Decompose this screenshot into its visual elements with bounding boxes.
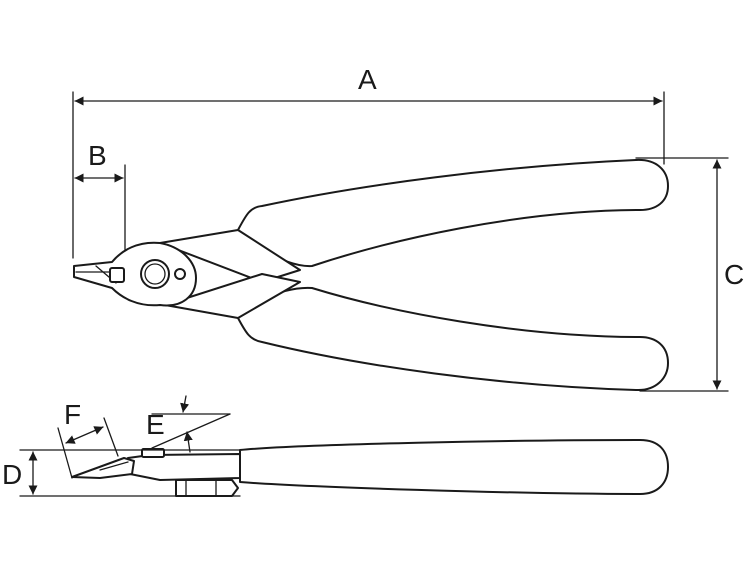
dimension-e-label: E bbox=[146, 409, 165, 440]
dimension-c: C bbox=[635, 157, 744, 392]
upper-handle bbox=[237, 158, 669, 268]
side-top-plate bbox=[141, 448, 165, 458]
side-bottom-clip bbox=[175, 479, 239, 497]
side-jaw-tip bbox=[71, 457, 135, 479]
lower-handle bbox=[237, 286, 669, 392]
pliers-side-view bbox=[71, 439, 669, 497]
dimension-f: F bbox=[57, 399, 119, 479]
pivot-inner-ring bbox=[144, 263, 166, 285]
dimension-a: A bbox=[72, 64, 665, 259]
upper-arm bbox=[159, 229, 301, 283]
pliers-head bbox=[73, 241, 197, 307]
dimension-b-label: B bbox=[88, 140, 107, 171]
dimension-f-label: F bbox=[64, 399, 81, 430]
dimension-e: E bbox=[146, 395, 231, 453]
dimension-f-arrow bbox=[65, 426, 104, 444]
small-rivet bbox=[174, 268, 186, 280]
jaw-spring-block bbox=[109, 267, 125, 283]
dimension-d: D bbox=[2, 449, 241, 497]
side-handle bbox=[239, 439, 669, 495]
dimension-d-label: D bbox=[2, 459, 22, 490]
dimension-e-arrow-top bbox=[180, 395, 190, 413]
dimension-e-arrow-bottom bbox=[183, 431, 193, 453]
dimension-a-label: A bbox=[358, 64, 377, 95]
pliers-top-view bbox=[73, 158, 669, 392]
dimension-c-label: C bbox=[724, 259, 744, 290]
lower-arm bbox=[164, 273, 301, 319]
dimension-b: B bbox=[74, 140, 126, 251]
